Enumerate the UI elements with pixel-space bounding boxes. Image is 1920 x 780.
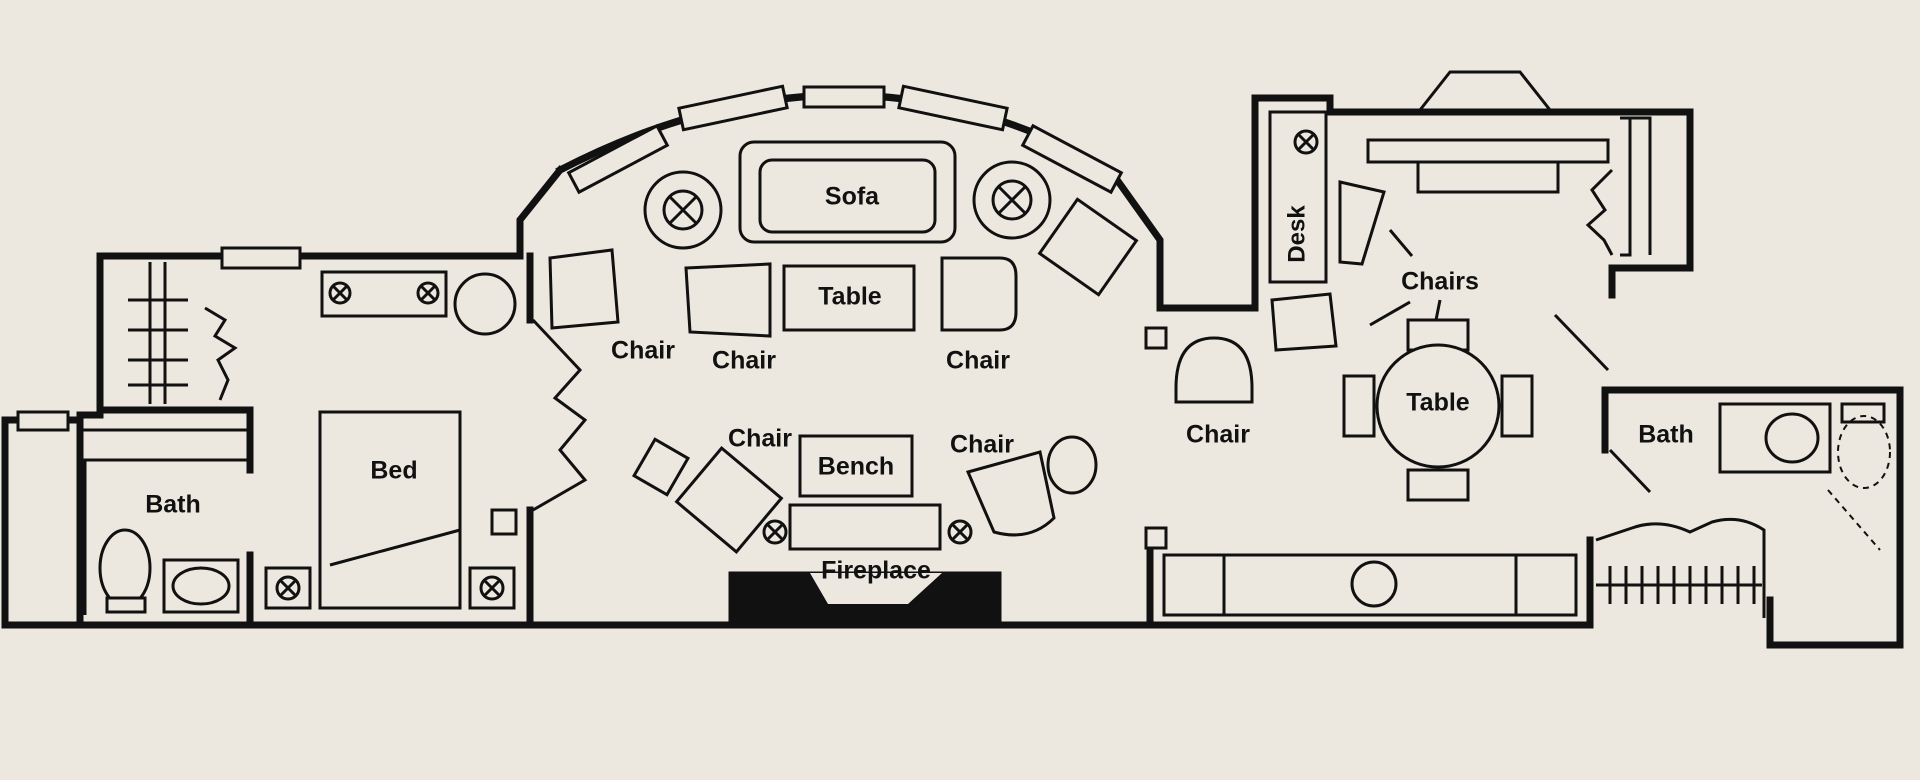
bedroom: Bed [264,270,588,610]
armchair-left [674,446,784,554]
desk-chair-1 [1338,180,1386,266]
desk-label: Desk [1283,205,1310,263]
bath-left-label: Bath [145,491,201,519]
armchair-right [965,450,1056,537]
chair-label-4: Chair [728,425,792,453]
end-table-right [972,160,1052,240]
bench-label: Bench [818,453,894,481]
chair-shape-2 [684,262,772,338]
chair-label-2: Chair [712,347,776,375]
end-table-left [643,170,723,250]
table-center-label: Table [818,283,882,311]
chairs-label: Chairs [1401,268,1479,296]
lamp-icon [328,281,440,305]
nightstand-left [264,566,312,610]
bath-right: Bath [1595,402,1891,618]
chair-label-5: Chair [950,431,1014,459]
bath-left: Bath [78,428,252,615]
closet-left [128,262,238,404]
living-room: Sofa Table Chair Chair Chair Chair Chair… [548,140,1139,626]
console-bottom [1162,553,1578,617]
dining-table: Table [1342,318,1534,502]
toilet-left [98,528,152,608]
windows [16,70,1554,432]
ottoman-small [631,437,691,497]
nightstand-right [468,566,516,610]
ottoman-right [1046,435,1098,495]
chair-shape-1 [548,248,620,330]
sofa-label: Sofa [825,183,880,211]
chair-label-1: Chair [611,337,675,365]
table-dining-label: Table [1406,389,1470,417]
sconce-icon [762,519,973,545]
dining-area: Chair Desk Chairs Table [1144,110,1652,617]
sideboard [1366,138,1610,164]
chair-corner [1037,197,1139,297]
bench [798,434,914,498]
chair-shape-3 [940,256,1018,332]
bath-right-label: Bath [1638,421,1694,449]
hearth [788,503,942,551]
fireplace-label: Fireplace [821,557,931,585]
bed [318,410,462,610]
closet-right [1595,517,1766,618]
bed-label: Bed [370,457,417,485]
desk-chair-2 [1270,292,1338,352]
chair-label-6: Chair [1186,421,1250,449]
toilet-right [1837,415,1891,489]
coffee-table [782,264,916,332]
chair-label-3: Chair [946,347,1010,375]
round-chair [453,272,517,336]
chair-shape-4 [1174,336,1254,404]
